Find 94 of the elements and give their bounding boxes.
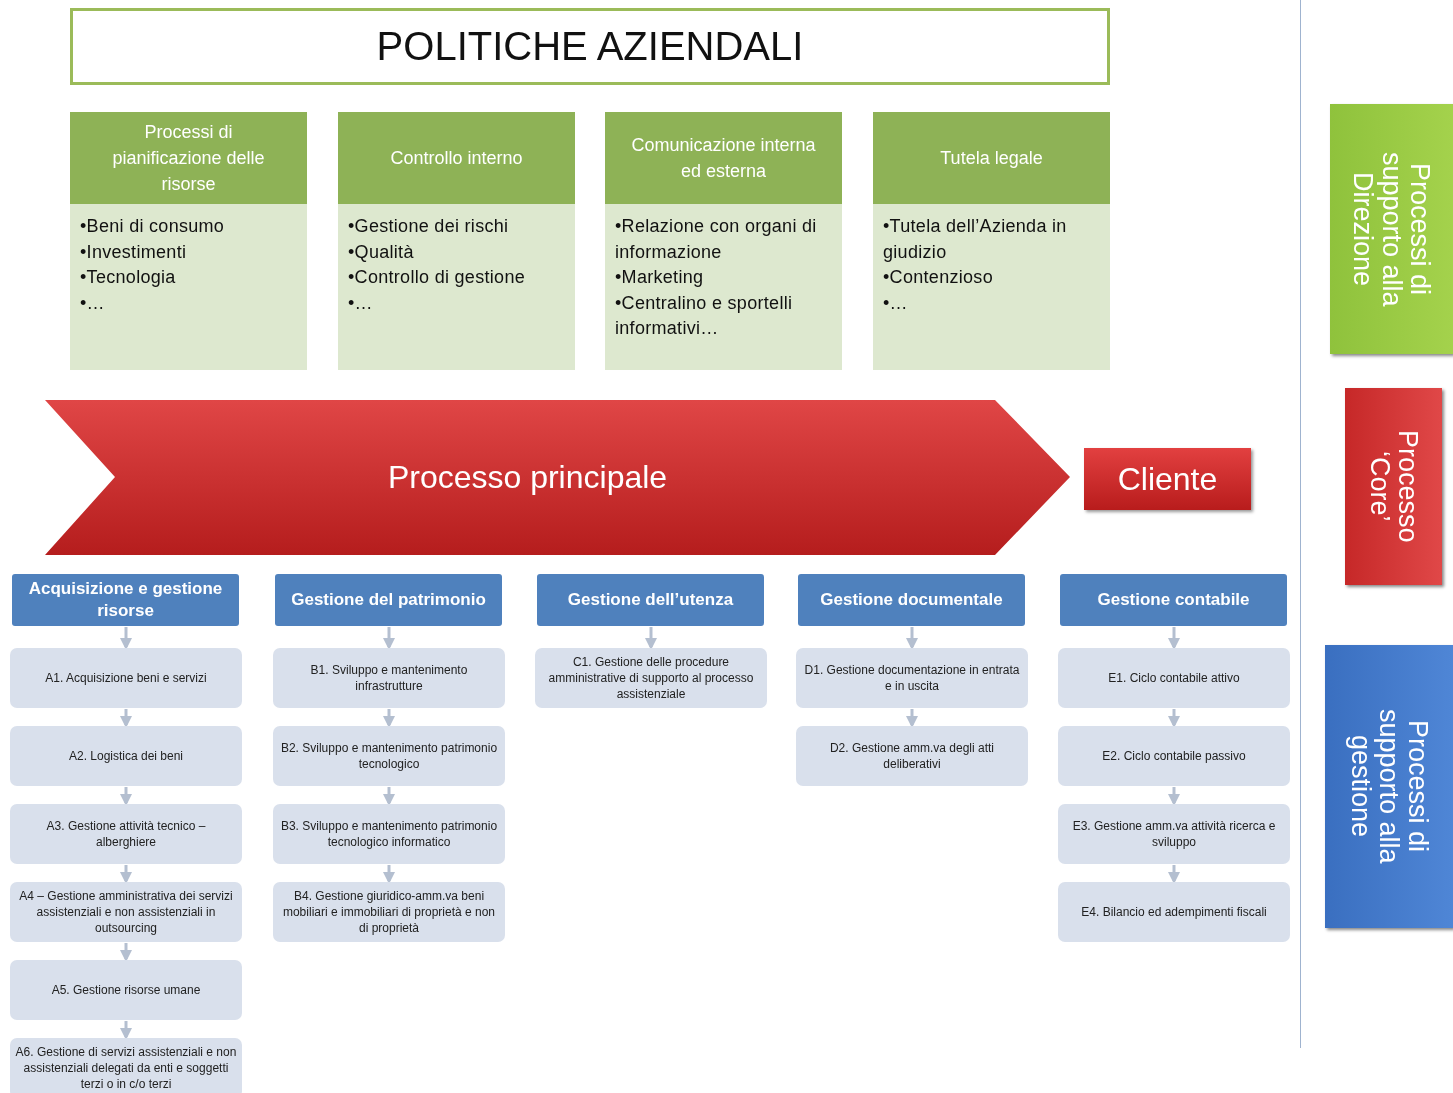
list-item: •Tecnologia xyxy=(79,266,177,290)
arrow xyxy=(120,943,132,962)
list-item: •Controllo di gestione xyxy=(347,266,526,290)
process-box xyxy=(1058,726,1290,786)
process-label: A4 – Gestione amministrativa dei servizi assistenziali e non assistenziali in outsourcing xyxy=(18,887,234,937)
node-label: Gestione contabile xyxy=(1097,588,1250,611)
arrow xyxy=(1168,627,1180,650)
process-label: E2. Ciclo contabile passivo xyxy=(1102,747,1246,765)
side-label: Processi di supporto alla gestione xyxy=(1346,708,1432,866)
arrow xyxy=(383,709,395,728)
process-label: E4. Bilancio ed adempimenti fiscali xyxy=(1081,903,1267,921)
card-heading: Tutela legale xyxy=(873,112,1110,204)
arrow xyxy=(120,627,132,650)
arrow xyxy=(383,627,395,650)
list-item: •… xyxy=(79,291,106,315)
process-box xyxy=(10,726,242,786)
side-label-box xyxy=(1330,104,1453,354)
arrow xyxy=(383,787,395,806)
arrow xyxy=(120,865,132,884)
process-box xyxy=(273,804,505,864)
process-box xyxy=(535,648,767,708)
arrow xyxy=(120,709,132,728)
process-box xyxy=(10,648,242,708)
arrow xyxy=(1168,787,1180,806)
title-box xyxy=(70,8,1110,85)
list-item: •Contenzioso xyxy=(882,266,994,290)
node-label: Gestione del patrimonio xyxy=(291,588,486,611)
category-header xyxy=(12,574,239,626)
node-label: Gestione documentale xyxy=(820,588,1003,611)
list-item: •… xyxy=(882,291,909,315)
process-label: B3. Sviluppo e mantenimento patrimonio tecnologico informatico xyxy=(279,817,499,851)
process-label: E1. Ciclo contabile attivo xyxy=(1108,669,1240,687)
process-box xyxy=(10,960,242,1020)
side-label: Processi di supporto alla Direzione xyxy=(1349,150,1434,309)
side-label-box xyxy=(1325,645,1453,928)
policy-card xyxy=(338,112,575,370)
process-box xyxy=(273,648,505,708)
process-box xyxy=(273,882,505,942)
arrow xyxy=(120,787,132,806)
arrow xyxy=(1168,709,1180,728)
node-label: Acquisizione e gestione risorse xyxy=(27,577,224,622)
policy-card xyxy=(70,112,307,370)
list-item: •Gestione dei rischi xyxy=(347,215,510,238)
process-box xyxy=(796,648,1028,708)
card-heading: Controllo interno xyxy=(338,112,575,204)
list-item: •… xyxy=(347,291,374,315)
side-label-box xyxy=(1345,388,1442,585)
process-label: D2. Gestione amm.va degli atti deliberativi xyxy=(828,739,996,773)
process-label: B2. Sviluppo e mantenimento patrimonio tecnologico xyxy=(279,739,499,773)
card-heading: Comunicazione interna ed esterna xyxy=(605,112,842,204)
process-label: A1. Acquisizione beni e servizi xyxy=(45,669,207,687)
process-label: B1. Sviluppo e mantenimento infrastrutture xyxy=(309,661,469,695)
node-label: POLITICHE AZIENDALI xyxy=(376,24,804,69)
process-label: E3. Gestione amm.va attività ricerca e sviluppo xyxy=(1071,817,1277,851)
process-label: A6. Gestione di servizi assistenziali e non assistenziali delegati da enti e soggetti terzi o in c/o terzi xyxy=(15,1043,237,1093)
arrow xyxy=(383,865,395,884)
process-label: B4. Gestione giuridico-amm.va beni mobiliari e immobiliari di proprietà e non di proprietà xyxy=(281,887,497,937)
process-label: A5. Gestione risorse umane xyxy=(51,981,201,999)
side-label: Processo ‘Core’ xyxy=(1365,429,1422,545)
node-label: Cliente xyxy=(1117,460,1218,498)
process-box xyxy=(1058,804,1290,864)
process-banner xyxy=(45,400,1070,555)
arrow xyxy=(906,709,918,728)
arrow xyxy=(906,627,918,650)
client-box xyxy=(1084,448,1251,510)
list-item: •Qualità xyxy=(347,240,415,264)
policy-card xyxy=(873,112,1110,370)
list-item: •Investimenti xyxy=(79,240,188,264)
list-item: •Beni di consumo xyxy=(79,215,226,238)
process-box xyxy=(1058,882,1290,942)
category-header xyxy=(275,574,502,626)
policy-card xyxy=(605,112,842,370)
arrow xyxy=(645,627,657,650)
node-label: Processo principale xyxy=(387,459,668,496)
arrow xyxy=(120,1021,132,1040)
process-label: D1. Gestione documentazione in entrata e in uscita xyxy=(803,661,1021,695)
node-label: Gestione dell’utenza xyxy=(567,588,734,611)
process-box xyxy=(10,804,242,864)
list-item: •Relazione con organi di informazione xyxy=(614,215,818,264)
list-item: •Centralino e sportelli informativi… xyxy=(614,291,794,341)
list-item: •Tutela dell’Azienda in giudizio xyxy=(882,215,1068,264)
category-header xyxy=(537,574,764,626)
process-box xyxy=(1058,648,1290,708)
process-box xyxy=(10,882,242,942)
category-header xyxy=(1060,574,1287,626)
category-header xyxy=(798,574,1025,626)
process-box xyxy=(273,726,505,786)
arrow xyxy=(1168,865,1180,884)
process-label: A3. Gestione attività tecnico – alberghiere xyxy=(45,817,207,851)
process-box xyxy=(796,726,1028,786)
process-label: A2. Logistica dei beni xyxy=(68,747,184,765)
list-item: •Marketing xyxy=(614,266,705,290)
card-heading: Processi di pianificazione delle risorse xyxy=(70,112,307,204)
process-label: C1. Gestione delle procedure amministrative di supporto al processo assistenziale xyxy=(547,653,755,703)
